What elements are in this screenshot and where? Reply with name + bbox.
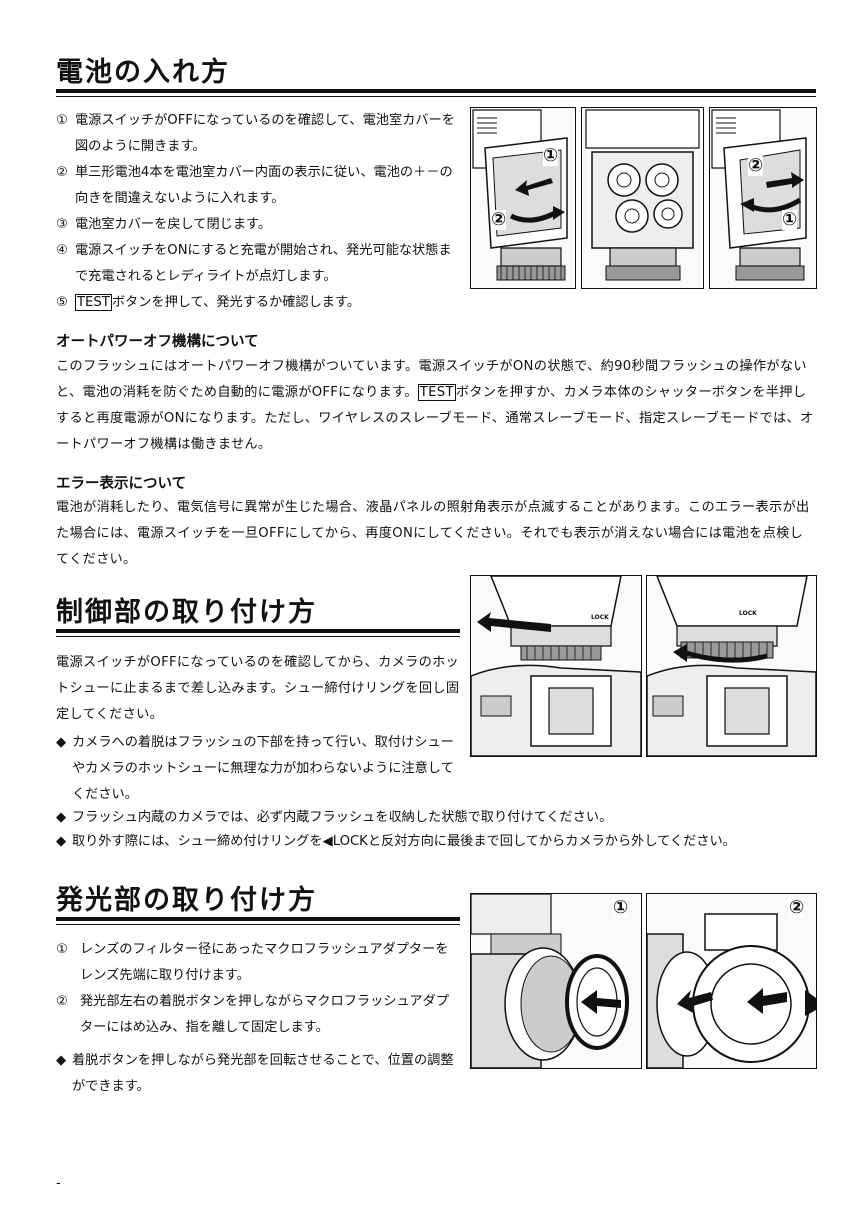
text-span: このフラッシュにはオートパワーオフ機構がついています。電源スイッチがONの状態で… — [56, 359, 807, 400]
battery-step-1: ① 電源スイッチがOFFになっているのを確認して、電池室カバーを図のように開きます… — [56, 108, 460, 160]
controller-bullet-1: ◆ カメラへの着脱はフラッシュの下部を持って行い、取付けシューやカメラのホットシュ… — [56, 730, 460, 808]
bullet-mark: ◆ — [56, 1053, 67, 1068]
section-rule-flash-head — [56, 917, 460, 925]
figure-marker: ① — [782, 209, 798, 230]
step-text: 発光部左右の着脱ボタンを押しながらマクロフラッシュアダプターにはめ込み、指を離し… — [80, 994, 449, 1035]
step-number: ① — [56, 113, 68, 128]
bullet-text: 着脱ボタンを押しながら発光部を回転させることで、位置の調整ができます。 — [72, 1053, 454, 1094]
step-text: 電源スイッチをONにすると充電が開始され、発光可能な状態まで充電されるとレディラ… — [75, 243, 452, 284]
battery-compartment-illustration — [585, 109, 700, 281]
bullet-mark: ◆ — [56, 810, 67, 825]
bullet-mark: ◆ — [56, 834, 67, 849]
step-text: 電池室カバーを戻して閉じます。 — [75, 217, 272, 232]
flash-head-steps: ① レンズのフィルター径にあったマクロフラッシュアダプターをレンズ先端に取り付けま… — [56, 937, 460, 1041]
auto-power-off-title: オートパワーオフ機構について — [56, 334, 259, 350]
lock-label: LOCK — [739, 610, 757, 617]
section-title-flash-head: 発光部の取り付け方 — [56, 885, 317, 916]
battery-step-4: ④ 電源スイッチをONにすると充電が開始され、発光可能な状態まで充電されるとレディ… — [56, 238, 460, 290]
lock-label: LOCK — [591, 614, 609, 621]
figure-marker: ② — [748, 155, 764, 176]
camera-hotshoe-illustration — [647, 576, 816, 756]
controller-bullet-3: ◆ 取り外す際には、シュー締め付けリングを◀LOCKと反対方向に最後まで回してから… — [56, 830, 816, 854]
section-title-battery: 電池の入れ方 — [56, 57, 230, 88]
lens-adapter-illustration — [471, 894, 629, 1068]
camera-hotshoe-illustration — [471, 576, 641, 756]
flash-head-figure-adapter: ① — [470, 893, 642, 1069]
step-text: 単三形電池4本を電池室カバー内面の表示に従い、電池の＋－の向きを間違えないように… — [75, 165, 453, 206]
step-number: ① — [56, 942, 68, 957]
test-button-label: TEST — [417, 384, 456, 401]
bullet-text: カメラへの着脱はフラッシュの下部を持って行い、取付けシューやカメラのホットシュー… — [72, 735, 454, 802]
step-number: ③ — [56, 217, 68, 232]
figure-marker: ② — [789, 897, 805, 918]
figure-marker: ① — [543, 145, 559, 166]
controller-text: 電源スイッチがOFFになっているのを確認してから、カメラのホットシューに止まるま… — [56, 655, 460, 722]
error-display-text: 電池が消耗したり、電気信号に異常が生じた場合、液晶パネルの照射角表示が点滅するこ… — [56, 500, 810, 567]
step-text: ボタンを押して、発光するか確認します。 — [111, 295, 361, 310]
step-number: ② — [56, 165, 68, 180]
flash-head-step-1: ① レンズのフィルター径にあったマクロフラッシュアダプターをレンズ先端に取り付けま… — [56, 937, 460, 989]
flash-head-figure-ring: ② — [646, 893, 817, 1069]
battery-step-3: ③ 電池室カバーを戻して閉じます。 — [56, 212, 460, 238]
figure-marker: ② — [491, 209, 507, 230]
text-span: ボタンを押すか、カメラ本体のシャッターボタンを半押しすると再度電源がONになりま… — [56, 385, 814, 452]
section-title-controller: 制御部の取り付け方 — [56, 597, 317, 628]
controller-figure-slide-in: LOCK — [470, 575, 642, 757]
test-button-label: TEST — [75, 294, 112, 311]
error-display-title: エラー表示について — [56, 476, 187, 492]
page-mark: - — [56, 1176, 61, 1191]
battery-step-2: ② 単三形電池4本を電池室カバー内面の表示に従い、電池の＋－の向きを間違えないよう… — [56, 160, 460, 212]
flash-unit-illustration — [472, 109, 568, 281]
step-text: 電源スイッチがOFFになっているのを確認して、電池室カバーを図のように開きます。 — [75, 113, 455, 154]
bullet-mark: ◆ — [56, 735, 67, 750]
battery-steps: ① 電源スイッチがOFFになっているのを確認して、電池室カバーを図のように開きます… — [56, 108, 460, 316]
flash-unit-illustration — [711, 109, 807, 281]
flash-head-bullet-1: ◆ 着脱ボタンを押しながら発光部を回転させることで、位置の調整ができます。 — [56, 1048, 460, 1100]
controller-figure-tighten-ring: LOCK — [646, 575, 817, 757]
step-number: ② — [56, 994, 68, 1009]
flash-head-step-2: ② 発光部左右の着脱ボタンを押しながらマクロフラッシュアダプターにはめ込み、指を離… — [56, 989, 460, 1041]
controller-bullet-2: ◆ フラッシュ内蔵のカメラでは、必ず内蔵フラッシュを収納した状態で取り付けてくださ… — [56, 806, 816, 830]
section-rule-battery — [56, 89, 816, 97]
step-number: ⑤ — [56, 295, 68, 310]
controller-bullets-wide: ◆ フラッシュ内蔵のカメラでは、必ず内蔵フラッシュを収納した状態で取り付けてくださ… — [56, 806, 816, 854]
battery-figure-close-cover: ② ① — [709, 107, 817, 289]
step-number: ④ — [56, 243, 68, 258]
ring-flash-illustration — [647, 913, 816, 1068]
flash-head-bullets: ◆ 着脱ボタンを押しながら発光部を回転させることで、位置の調整ができます。 — [56, 1048, 460, 1100]
auto-power-off-text: このフラッシュにはオートパワーオフ機構がついています。電源スイッチがONの状態で… — [56, 354, 816, 458]
figure-marker: ① — [613, 897, 629, 918]
controller-bullets: ◆ カメラへの着脱はフラッシュの下部を持って行い、取付けシューやカメラのホットシュ… — [56, 730, 460, 808]
step-text: レンズのフィルター径にあったマクロフラッシュアダプターをレンズ先端に取り付けます… — [80, 942, 449, 983]
battery-figure-open-cover: ① ② — [470, 107, 576, 289]
bullet-text: 取り外す際には、シュー締め付けリングを◀LOCKと反対方向に最後まで回してからカ… — [72, 834, 736, 849]
section-rule-controller — [56, 629, 460, 637]
battery-figure-insert — [581, 107, 704, 289]
bullet-text: フラッシュ内蔵のカメラでは、必ず内蔵フラッシュを収納した状態で取り付けてください… — [72, 810, 613, 825]
